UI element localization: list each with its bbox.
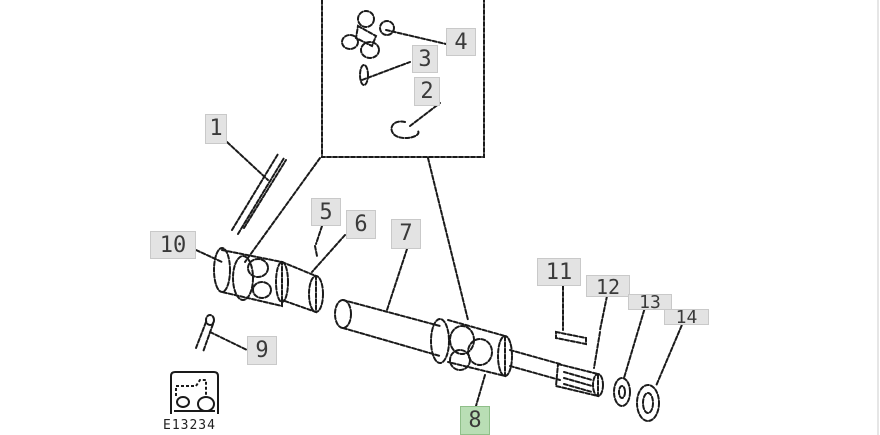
leader-12 xyxy=(599,295,608,331)
callout-11[interactable]: 11 xyxy=(537,258,581,286)
callout-9[interactable]: 9 xyxy=(247,336,277,365)
leader-1 xyxy=(226,141,269,181)
inset-leader-left xyxy=(244,157,321,263)
callout-6[interactable]: 6 xyxy=(346,210,376,239)
callout-1[interactable]: 1 xyxy=(205,114,227,144)
leader-5 xyxy=(315,225,323,245)
washer-part xyxy=(613,377,631,407)
callout-4[interactable]: 4 xyxy=(446,28,476,56)
leader-9 xyxy=(209,331,248,351)
reference-code: E13234 xyxy=(163,418,216,433)
spider-cross-part xyxy=(341,10,395,59)
snap-ring-part xyxy=(390,120,420,140)
shaft-tube-part xyxy=(334,299,441,357)
splined-shaft-end xyxy=(509,349,604,398)
leader-4 xyxy=(385,29,447,45)
leader-13 xyxy=(623,303,647,379)
small-pin-part xyxy=(314,245,318,257)
leader-6 xyxy=(311,234,346,273)
ring-part xyxy=(636,384,660,422)
sleeve-part xyxy=(281,261,324,314)
leader-7 xyxy=(386,248,408,311)
leader-10 xyxy=(195,249,223,263)
callout-10[interactable]: 10 xyxy=(150,231,196,259)
leader-14 xyxy=(655,319,685,387)
viewer-edge xyxy=(877,0,879,435)
callout-8[interactable]: 8 xyxy=(460,406,490,435)
callout-13[interactable]: 13 xyxy=(628,294,672,312)
inset-frame xyxy=(321,0,485,158)
callout-14[interactable]: 14 xyxy=(664,309,709,327)
leader-2 xyxy=(409,102,441,127)
reference-logo xyxy=(170,371,219,414)
key-part xyxy=(555,330,587,346)
bearing-cap-part xyxy=(359,61,411,86)
callout-12[interactable]: 12 xyxy=(586,275,630,298)
callout-5[interactable]: 5 xyxy=(311,198,341,226)
pin-part xyxy=(593,331,601,369)
leader-8 xyxy=(475,374,486,407)
spring-pin-part xyxy=(231,153,287,235)
roller-pin-part xyxy=(195,314,215,353)
left-yoke-assembly xyxy=(213,247,289,308)
callout-3[interactable]: 3 xyxy=(412,45,438,73)
universal-joint-part xyxy=(430,318,513,378)
callout-7[interactable]: 7 xyxy=(391,219,421,249)
callout-2[interactable]: 2 xyxy=(414,77,440,106)
inset-leader-right xyxy=(427,157,469,321)
